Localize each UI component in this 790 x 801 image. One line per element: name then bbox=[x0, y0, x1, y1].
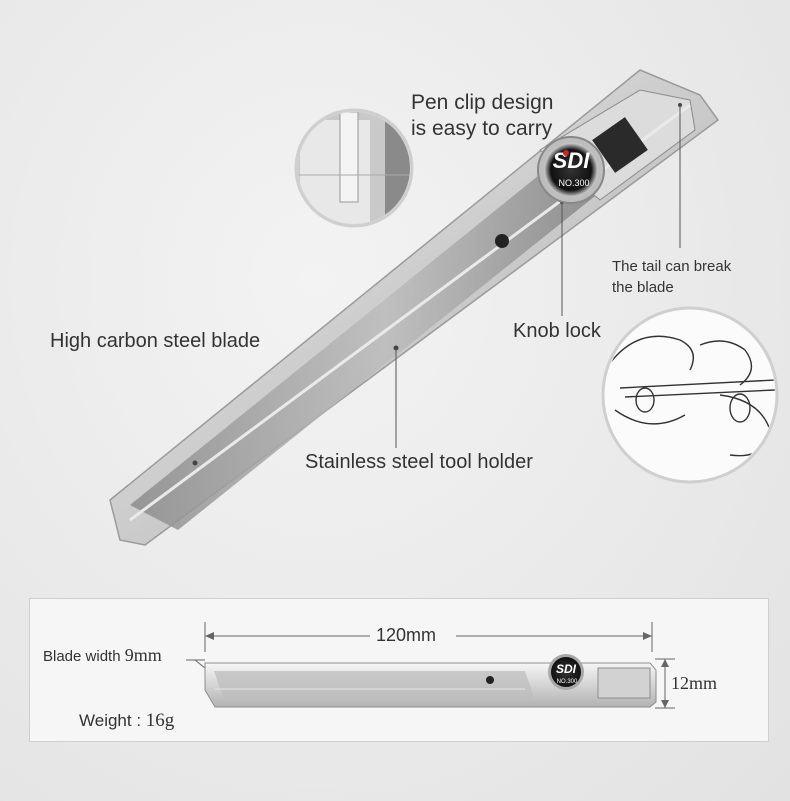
knob-model-text: NO.300 bbox=[558, 178, 589, 188]
knob-brand-text: SDI bbox=[553, 148, 591, 173]
knob-lock-label: Knob lock bbox=[513, 320, 601, 342]
weight-value: 16g bbox=[145, 710, 175, 731]
side-knob-brand: SDI bbox=[556, 662, 577, 676]
tail-break-line-2: the blade bbox=[612, 279, 674, 296]
height-dimension bbox=[655, 658, 675, 709]
blade-break-inset bbox=[601, 306, 779, 484]
length-dimension bbox=[204, 622, 653, 652]
tail-break-callout: The tail can break the blade bbox=[612, 256, 731, 298]
weight-label: Weight bbox=[79, 711, 132, 730]
slider-button bbox=[495, 234, 509, 248]
callout-lines bbox=[395, 105, 681, 448]
weight-spec: Weight : 16g bbox=[79, 710, 175, 731]
utility-knife-side-view: SDI NO.300 bbox=[204, 654, 657, 708]
holder-material-label: Stainless steel tool holder bbox=[305, 451, 533, 473]
knob-lock-wheel: SDI NO.300 bbox=[537, 136, 605, 204]
height-value: 12mm bbox=[671, 673, 718, 693]
blade-width-label: Blade width bbox=[43, 648, 121, 665]
side-knob-model: NO.300 bbox=[557, 679, 578, 685]
blade-width-spec: Blade width 9mm bbox=[43, 645, 162, 666]
pen-clip-line-2: is easy to carry bbox=[411, 117, 553, 140]
pen-clip-line-1: Pen clip design bbox=[411, 91, 554, 114]
pen-clip-callout: Pen clip design is easy to carry bbox=[411, 90, 553, 142]
blade-width-value: 9mm bbox=[124, 645, 162, 665]
blade-material-label: High carbon steel blade bbox=[50, 330, 261, 352]
length-value: 120mm bbox=[372, 625, 441, 646]
tail-break-line-1: The tail can break bbox=[612, 258, 732, 275]
pen-clip-inset bbox=[294, 108, 414, 228]
